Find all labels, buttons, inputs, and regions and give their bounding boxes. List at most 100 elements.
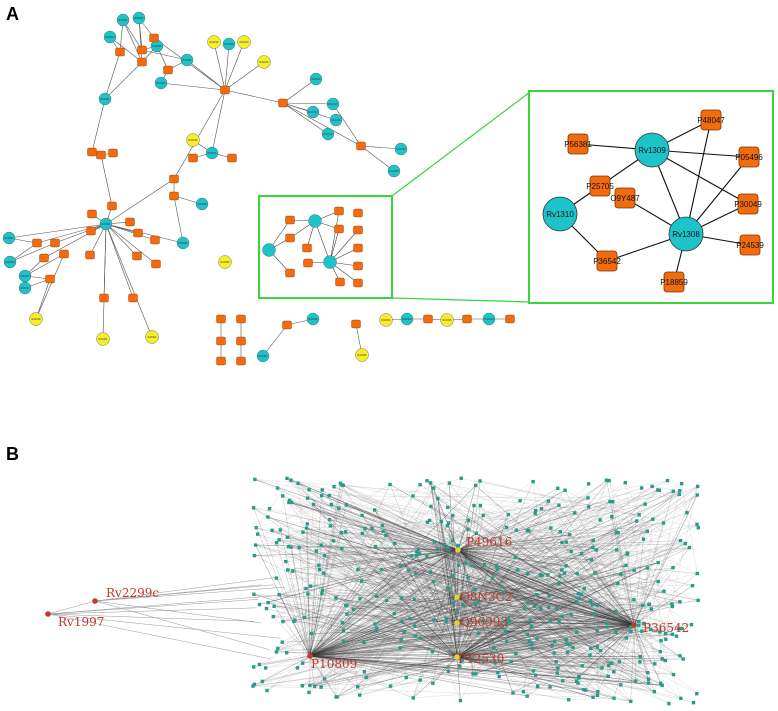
edge <box>413 549 459 698</box>
edge <box>548 500 635 626</box>
edge <box>277 487 681 699</box>
protein-node <box>637 619 641 624</box>
edge <box>531 540 681 645</box>
protein-node <box>400 619 404 623</box>
edge <box>456 522 664 658</box>
edge <box>457 534 570 551</box>
edge <box>456 596 632 632</box>
edge <box>456 656 563 682</box>
edge <box>309 639 567 657</box>
edge <box>456 514 509 658</box>
protein-node <box>360 531 364 536</box>
edge <box>309 655 663 686</box>
edge <box>291 502 635 626</box>
protein-node <box>530 647 534 651</box>
edge <box>456 527 552 624</box>
protein-node <box>638 660 642 664</box>
protein-node <box>334 596 338 600</box>
edge <box>309 623 607 657</box>
edge <box>343 624 635 642</box>
edge <box>456 494 680 658</box>
edge <box>309 551 317 657</box>
protein-node <box>591 695 595 699</box>
node-label: Rv0005 <box>179 241 188 245</box>
human-protein-node <box>285 233 295 243</box>
human-protein-node <box>108 148 118 158</box>
edge <box>302 529 469 686</box>
node-label: Rv0008 <box>309 317 318 321</box>
edge <box>297 483 458 598</box>
protein-node <box>533 508 538 513</box>
protein-node <box>533 511 537 516</box>
protein-node <box>656 488 660 492</box>
protein-node <box>341 483 345 488</box>
human-protein-node <box>353 243 363 253</box>
edge <box>456 596 649 680</box>
protein-node <box>687 545 692 550</box>
protein-node <box>304 586 308 591</box>
protein-node <box>660 657 664 661</box>
edge <box>457 549 533 649</box>
edge <box>549 595 681 656</box>
edge <box>313 504 458 658</box>
edge <box>329 495 673 605</box>
edge <box>105 223 184 244</box>
edge <box>625 482 681 602</box>
edge <box>314 596 458 687</box>
edge <box>290 480 458 624</box>
edge <box>262 324 288 357</box>
edge <box>620 573 635 626</box>
edge <box>282 78 317 104</box>
protein-node <box>607 478 611 483</box>
edge <box>456 589 476 624</box>
edge <box>309 480 481 657</box>
protein-node <box>558 530 563 534</box>
edge <box>313 504 473 566</box>
edge <box>173 89 226 180</box>
edge <box>456 519 653 658</box>
protein-node <box>254 525 258 530</box>
protein-node <box>661 521 666 525</box>
edge <box>265 662 303 669</box>
edge <box>277 569 382 649</box>
edge <box>309 491 674 657</box>
edge <box>432 656 458 684</box>
edge <box>291 490 680 548</box>
edge <box>630 624 635 702</box>
protein-node <box>658 681 663 685</box>
human-protein-node <box>151 259 161 269</box>
edge <box>309 631 632 657</box>
protein-node <box>341 628 346 633</box>
human-protein-node <box>236 336 246 346</box>
edge <box>374 596 458 625</box>
edge <box>289 500 635 626</box>
node-label: Rv0008 <box>225 42 234 46</box>
edge <box>309 480 481 657</box>
protein-node <box>302 615 306 620</box>
edge <box>309 601 680 657</box>
edge <box>479 480 589 508</box>
edge <box>457 549 567 566</box>
edge <box>302 504 314 664</box>
protein-node <box>264 606 269 611</box>
protein-node <box>450 513 455 518</box>
edge <box>600 624 635 651</box>
edge <box>516 530 635 626</box>
edge <box>456 656 615 699</box>
zoom-node-label: P18859 <box>660 278 688 287</box>
edge <box>449 483 458 658</box>
edge <box>609 480 679 629</box>
edge <box>564 490 635 626</box>
edge <box>456 553 628 658</box>
protein-node <box>518 498 522 503</box>
edge <box>302 622 458 664</box>
edge <box>527 602 635 626</box>
edge <box>343 641 364 643</box>
edge <box>550 527 692 625</box>
protein-node <box>526 571 530 576</box>
edge <box>374 509 458 624</box>
protein-node <box>591 612 596 616</box>
edge <box>591 559 635 626</box>
edge <box>501 586 558 669</box>
protein-node <box>658 630 662 634</box>
